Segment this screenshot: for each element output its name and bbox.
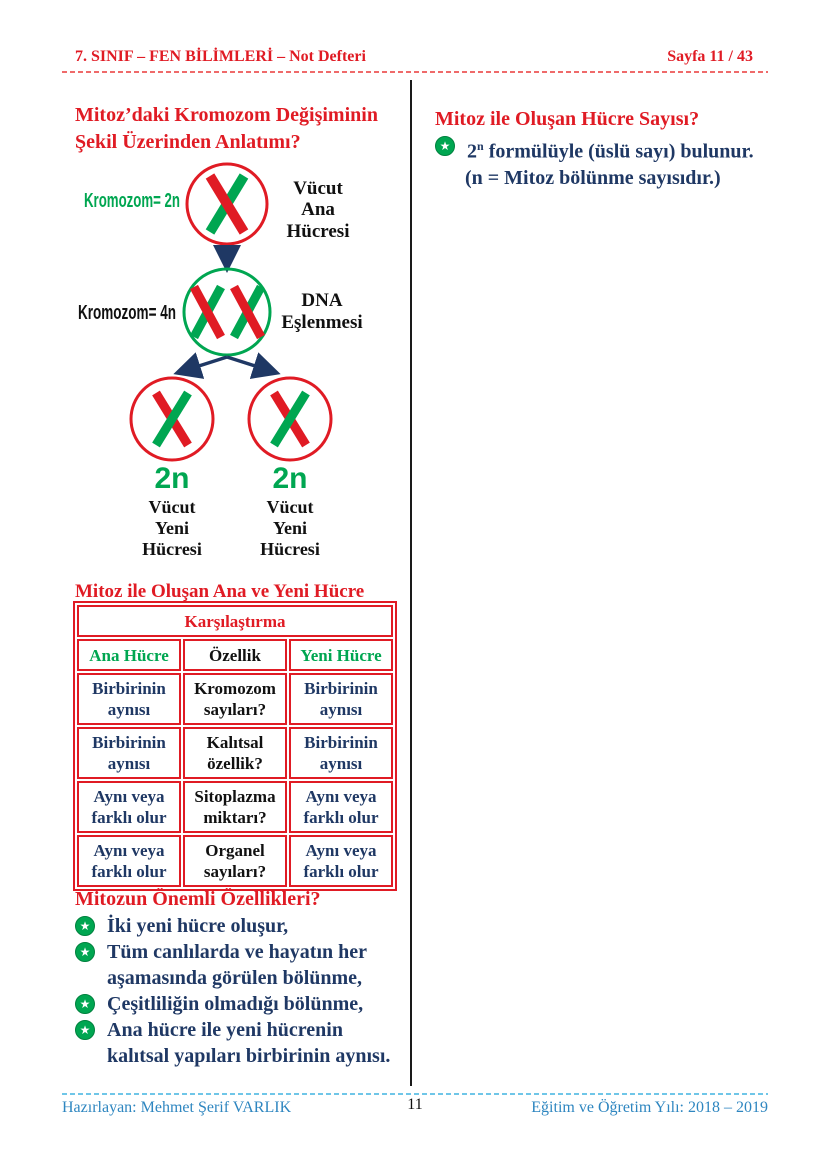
arrow-branch-left-icon — [173, 352, 228, 379]
table-cell: Birbirinin aynısı — [289, 673, 393, 725]
header-course-title: 7. SINIF – FEN BİLİMLERİ – Not Defteri — [75, 48, 366, 65]
features-section-title: Mitozun Önemli Özellikleri? — [75, 888, 321, 910]
label-kromozom-4n: Kromozom= 4n — [78, 302, 176, 324]
parent-cell-circle — [185, 162, 269, 246]
footer-author: Hazırlayan: Mehmet Şerif VARLIK — [62, 1099, 292, 1116]
table-row: Aynı veya farklı olur Organel sayıları? … — [77, 835, 393, 887]
table-cell: Birbirinin aynısı — [77, 673, 181, 725]
page-footer: Hazırlayan: Mehmet Şerif VARLIK 11 Eğiti… — [62, 1096, 768, 1117]
feature-text: Ana hücre ile yeni hücrenin kalıtsal yap… — [107, 1019, 391, 1067]
table-row: Birbirinin aynısı Kalıtsal özellik? Birb… — [77, 727, 393, 779]
footer-page-number: 11 — [407, 1096, 423, 1113]
list-item: ★ Çeşitliliğin olmadığı bölünme, — [75, 991, 415, 1017]
dna-duplication-circle — [182, 267, 272, 357]
star-bullet-icon: ★ — [75, 1020, 95, 1040]
header-page-indicator: Sayfa 11 / 43 — [667, 48, 753, 65]
comparison-table-title: Mitoz ile Oluşan Ana ve Yeni Hücre — [75, 581, 365, 602]
table-cell: Aynı veya farklı olur — [77, 835, 181, 887]
table-cell: Aynı veya farklı olur — [289, 835, 393, 887]
chromosome-x-daughter-left — [152, 390, 192, 448]
feature-text: İki yeni hücre oluşur, — [107, 915, 289, 937]
chromosome-x-daughter-right — [270, 390, 310, 448]
parent-cell-label-2: Ana — [301, 199, 335, 220]
cell-count-section: ★ 2n formülüyle (üslü sayı) bulunur. (n … — [435, 133, 785, 191]
table-caption-row: Karşılaştırma — [77, 605, 393, 637]
star-bullet-icon: ★ — [75, 916, 95, 936]
dna-label-1: DNA — [301, 290, 342, 311]
star-bullet-icon: ★ — [75, 994, 95, 1014]
chromosome-xx-pair — [190, 284, 265, 340]
table-cell: Sitoplazma miktarı? — [183, 781, 287, 833]
parent-cell-label-1: Vücut — [293, 178, 343, 199]
col-header-ozellik: Özellik — [183, 639, 287, 671]
table-cell: Organel sayıları? — [183, 835, 287, 887]
feature-text: Tüm canlılarda ve hayatın her aşamasında… — [107, 941, 368, 989]
daughter-right-label-1: Vücut — [266, 497, 313, 517]
table-cell: Birbirinin aynısı — [77, 727, 181, 779]
mitosis-diagram: Kromozom= 2n Vücut Ana Hücresi Kromozom=… — [78, 162, 363, 559]
col-header-yeni-hucre: Yeni Hücre — [289, 639, 393, 671]
daughter-cell-right-circle — [247, 376, 333, 462]
list-item: ★ İki yeni hücre oluşur, — [75, 913, 415, 939]
list-item: ★ 2n formülüyle (üslü sayı) bulunur. — [435, 133, 785, 165]
label-kromozom-2n: Kromozom= 2n — [84, 190, 180, 212]
table-row: Aynı veya farklı olur Sitoplazma miktarı… — [77, 781, 393, 833]
parent-cell-label-3: Hücresi — [287, 221, 350, 242]
cell-count-section-title: Mitoz ile Oluşan Hücre Sayısı? — [435, 108, 700, 130]
footer-school-year: Eğitim ve Öğretim Yılı: 2018 – 2019 — [531, 1099, 768, 1116]
comparison-table: Karşılaştırma Ana Hücre Özellik Yeni Hüc… — [73, 601, 397, 891]
table-cell: Birbirinin aynısı — [289, 727, 393, 779]
list-item: ★ Tüm canlılarda ve hayatın her aşamasın… — [75, 939, 415, 991]
table-row: Birbirinin aynısı Kromozom sayıları? Bir… — [77, 673, 393, 725]
daughter-right-label-3: Hücresi — [260, 539, 320, 559]
daughter-left-label-1: Vücut — [148, 497, 195, 517]
formula-rest: formülüyle (üslü sayı) bulunur. — [483, 140, 754, 163]
footer-dashed-rule — [62, 1093, 768, 1095]
column-divider — [410, 80, 412, 1086]
page-header: 7. SINIF – FEN BİLİMLERİ – Not Defteri S… — [75, 48, 753, 66]
diagram-section-title: Mitoz’daki Kromozom Değişiminin Şekil Üz… — [75, 104, 378, 153]
table-cell: Aynı veya farklı olur — [289, 781, 393, 833]
daughter-right-ploidy: 2n — [272, 462, 307, 495]
table-header-row: Ana Hücre Özellik Yeni Hücre — [77, 639, 393, 671]
daughter-left-ploidy: 2n — [154, 462, 189, 495]
dna-label-2: Eşlenmesi — [281, 312, 362, 333]
list-item: ★ Ana hücre ile yeni hücrenin kalıtsal y… — [75, 1017, 415, 1069]
formula-exponent: n — [477, 139, 484, 153]
daughter-cell-left-circle — [129, 376, 215, 462]
formula-note: (n = Mitoz bölünme sayısıdır.) — [465, 166, 721, 189]
col-header-ana-hucre: Ana Hücre — [77, 639, 181, 671]
daughter-left-label-3: Hücresi — [142, 539, 202, 559]
daughter-right-label-2: Yeni — [273, 518, 307, 538]
features-list: ★ İki yeni hücre oluşur, ★ Tüm canlılard… — [75, 913, 415, 1069]
table-cell: Kromozom sayıları? — [183, 673, 287, 725]
formula-base: 2 — [467, 140, 477, 163]
formula-text: 2n formülüyle (üslü sayı) bulunur. — [467, 133, 754, 165]
table-cell: Kalıtsal özellik? — [183, 727, 287, 779]
chromosome-x-parent — [205, 173, 249, 235]
feature-text: Çeşitliliğin olmadığı bölünme, — [107, 993, 364, 1015]
star-bullet-icon: ★ — [75, 942, 95, 962]
arrow-branch-right-icon — [226, 352, 281, 379]
star-bullet-icon: ★ — [435, 136, 455, 156]
header-dashed-rule — [62, 71, 768, 73]
table-cell: Aynı veya farklı olur — [77, 781, 181, 833]
table-caption: Karşılaştırma — [77, 605, 393, 637]
daughter-left-label-2: Yeni — [155, 518, 189, 538]
